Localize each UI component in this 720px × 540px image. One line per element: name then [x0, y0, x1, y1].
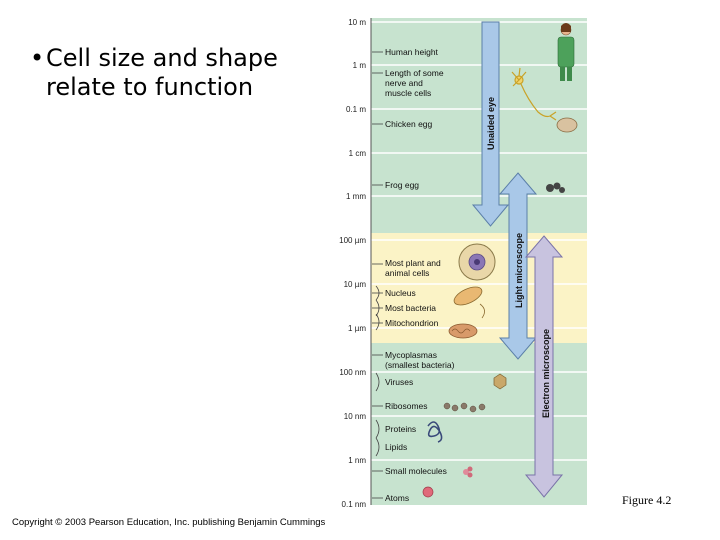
label-mycoplasmas-line2: (smallest bacteria): [385, 360, 455, 370]
protein-icon: [427, 421, 443, 443]
unaided-eye-arrow: Unaided eye: [471, 21, 510, 227]
tick-label: 1 nm: [348, 456, 366, 465]
label-human-height: Human height: [385, 47, 439, 57]
human-figure-icon: [557, 23, 575, 81]
tick-label: 1 cm: [349, 149, 367, 158]
cell-icon: [458, 243, 496, 281]
bullet-point: • Cell size and shape relate to function: [30, 44, 300, 102]
label-mitochondrion: Mitochondrion: [385, 318, 439, 328]
nerve-cell-icon: [511, 67, 557, 121]
atom-icon: [422, 486, 434, 498]
bacterium-icon: [453, 286, 485, 319]
label-chicken-egg: Chicken egg: [385, 119, 433, 129]
small-molecule-icon: [463, 466, 473, 478]
label-atoms: Atoms: [385, 493, 409, 503]
label-viruses: Viruses: [385, 377, 413, 387]
panel-upper-green: [371, 18, 587, 233]
tick-label: 100 µm: [339, 236, 366, 245]
bullet-text: Cell size and shape relate to function: [46, 44, 278, 101]
tick-label: 1 µm: [348, 324, 366, 333]
tick-label: 10 m: [348, 18, 366, 27]
item-leaders: [372, 51, 383, 499]
label-nerve-cells-line1: Length of some: [385, 68, 444, 78]
electron-microscope-arrow: Electron microscope: [524, 235, 564, 498]
label-most-bacteria: Most bacteria: [385, 303, 436, 313]
ribosomes-icon: [443, 402, 486, 413]
chicken-egg-icon: [556, 117, 578, 133]
label-plant-animal-cells-line2: animal cells: [385, 268, 429, 278]
tick-label: 10 µm: [344, 280, 367, 289]
tick-label: 1 m: [353, 61, 367, 70]
label-nerve-cells-line3: muscle cells: [385, 88, 431, 98]
label-ribosomes: Ribosomes: [385, 401, 428, 411]
tick-label: 0.1 nm: [342, 500, 367, 509]
bullet-symbol: •: [30, 44, 45, 72]
range-label-unaided-eye: Unaided eye: [486, 97, 496, 150]
tick-label: 10 nm: [344, 412, 367, 421]
light-microscope-arrow: Light microscope: [498, 172, 538, 360]
frog-egg-icon: [546, 182, 565, 193]
label-mycoplasmas-line1: Mycoplasmas: [385, 350, 437, 360]
copyright-notice: Copyright © 2003 Pearson Education, Inc.…: [12, 517, 326, 528]
label-plant-animal-cells-line1: Most plant and: [385, 258, 441, 268]
figure-caption: Figure 4.2: [622, 493, 672, 507]
range-label-electron-microscope: Electron microscope: [541, 329, 551, 418]
mitochondrion-icon: [448, 323, 478, 339]
range-label-light-microscope: Light microscope: [514, 233, 524, 308]
virus-icon: [493, 373, 507, 390]
label-lipids: Lipids: [385, 442, 407, 452]
label-small-molecules: Small molecules: [385, 466, 447, 476]
label-nucleus: Nucleus: [385, 288, 416, 298]
tick-label: 0.1 m: [346, 105, 366, 114]
tick-label: 100 nm: [339, 368, 366, 377]
label-proteins: Proteins: [385, 424, 416, 434]
tick-label: 1 mm: [346, 192, 366, 201]
label-frog-egg: Frog egg: [385, 180, 419, 190]
label-nerve-cells-line2: nerve and: [385, 78, 423, 88]
